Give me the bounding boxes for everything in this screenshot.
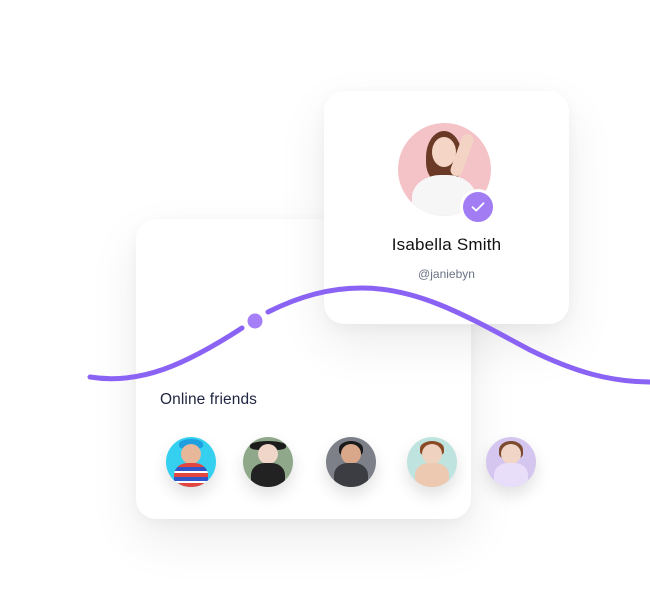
friend-avatar-3[interactable]	[326, 437, 376, 487]
profile-handle: @janiebyn	[418, 267, 475, 281]
verified-badge	[460, 189, 496, 225]
profile-name: Isabella Smith	[391, 235, 502, 254]
profile-card: Isabella Smith @janiebyn	[324, 91, 569, 324]
friend-avatar-4[interactable]	[407, 437, 457, 487]
friend-avatar-1[interactable]	[166, 437, 216, 487]
online-friends-title: Online friends	[160, 391, 258, 408]
check-icon	[471, 202, 485, 212]
friend-avatar-2[interactable]	[243, 437, 293, 487]
friend-avatar-5[interactable]	[486, 437, 536, 487]
